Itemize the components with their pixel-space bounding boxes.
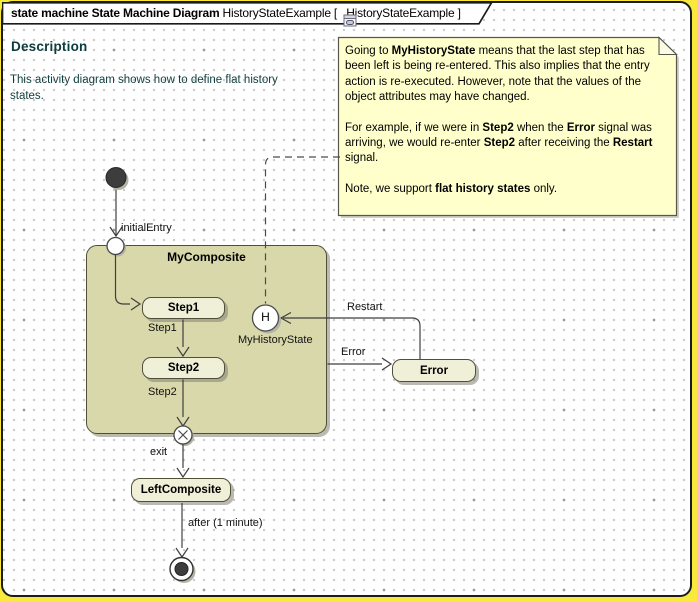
state-leftcomposite-label: LeftComposite [140,484,222,496]
state-mycomposite[interactable]: MyComposite [86,245,327,434]
final-state-inner-icon [174,562,189,576]
history-state-icon [251,304,280,332]
exit-x-icon [178,430,188,440]
label-history-state-name[interactable]: MyHistoryState [238,334,313,346]
transition-step1-step2[interactable] [176,319,190,358]
diagram-title: state machine State Machine Diagram Hist… [11,2,461,26]
label-transition-after[interactable]: after (1 minute) [188,517,263,529]
state-step1[interactable]: Step1 [142,297,225,319]
state-error-label: Error [419,364,449,377]
state-step1-label: Step1 [167,302,200,314]
title-ref: HistoryStateExample ] [346,5,461,20]
label-initial-entry[interactable]: initialEntry [121,222,172,234]
title-tab-shape [2,2,493,25]
transition-exit-leftcomposite[interactable] [176,444,190,479]
note-text: Going to MyHistoryState means that the l… [345,44,667,197]
transition-error[interactable] [327,357,393,371]
description-heading: Description [11,39,88,54]
final-state-node[interactable] [169,556,196,584]
exit-point-node[interactable] [173,425,194,446]
note-paragraph-2: For example, if we were in Step2 when th… [345,121,653,165]
entry-point-node[interactable] [106,236,126,257]
transition-initial-entry[interactable] [109,188,123,238]
initial-state-node[interactable] [105,167,129,191]
state-step2-label: Step2 [167,362,200,374]
note-fold-icon [658,36,678,56]
title-keyword: state machine State Machine Diagram [11,5,220,20]
state-step2[interactable]: Step2 [142,357,225,379]
transition-after-final[interactable] [175,503,189,559]
label-transition-restart[interactable]: Restart [347,301,383,313]
label-transition-error[interactable]: Error [341,346,366,358]
history-state-glyph: H [261,310,270,324]
state-mycomposite-label: MyComposite [167,250,246,264]
label-transition-step2[interactable]: Step2 [148,386,177,398]
label-transition-exit[interactable]: exit [150,446,168,458]
history-state-node[interactable] [251,304,282,334]
note-anchor-line[interactable] [264,156,341,304]
state-error[interactable]: Error [392,359,476,382]
note-paragraph-1: Going to MyHistoryState means that the l… [345,45,650,104]
description-body: This activity diagram shows how to defin… [10,74,278,102]
transition-step2-exit[interactable] [176,379,190,428]
initial-state-icon [105,167,127,188]
transition-restart[interactable] [279,311,421,360]
state-leftcomposite[interactable]: LeftComposite [131,478,231,502]
note-paragraph-3: Note, we support flat history states onl… [345,182,558,195]
note[interactable] [337,36,680,219]
note-body-shape [337,36,678,217]
entry-point-icon [106,236,125,256]
title-name: HistoryStateExample [ [219,5,341,20]
transition-entry-step1[interactable] [114,254,142,311]
label-transition-step1[interactable]: Step1 [148,322,177,334]
diagram-title-tab[interactable]: state machine State Machine Diagram Hist… [2,2,496,26]
